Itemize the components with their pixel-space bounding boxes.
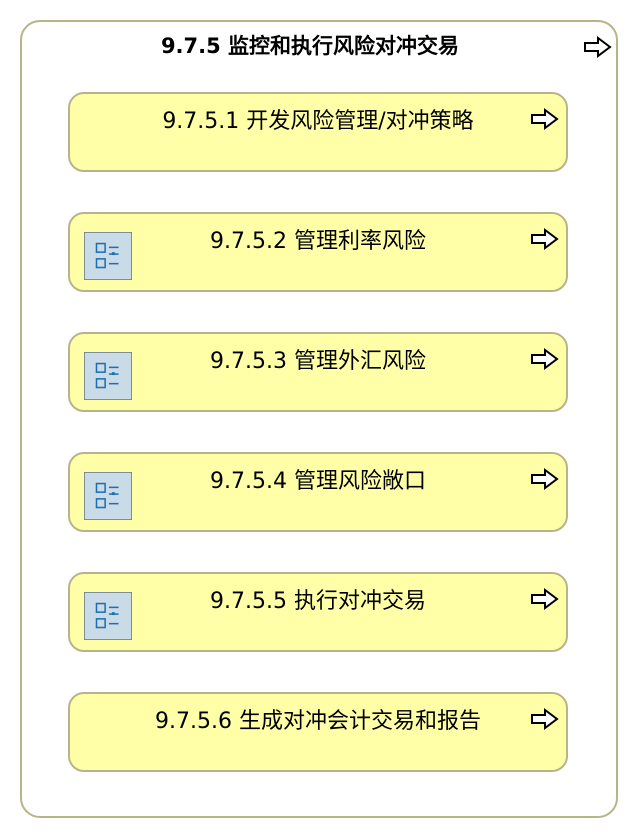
process-label: 9.7.5.6 生成对冲会计交易和报告 (155, 709, 481, 734)
arrow-right-outline-icon[interactable] (530, 108, 560, 130)
process-box-9-7-5-5[interactable]: 9.7.5.5 执行对冲交易 (68, 572, 568, 652)
process-box-9-7-5-4[interactable]: 9.7.5.4 管理风险敞口 (68, 452, 568, 532)
arrow-right-outline-icon[interactable] (530, 708, 560, 730)
arrow-right-outline-icon[interactable] (530, 228, 560, 250)
process-box-9-7-5-3[interactable]: 9.7.5.3 管理外汇风险 (68, 332, 568, 412)
process-label: 9.7.5.2 管理利率风险 (210, 229, 426, 254)
arrow-right-outline-icon[interactable] (530, 468, 560, 490)
arrow-right-outline-icon[interactable] (583, 36, 613, 58)
process-list-icon (84, 472, 132, 520)
process-label: 9.7.5.5 执行对冲交易 (210, 589, 426, 614)
arrow-right-outline-icon[interactable] (530, 348, 560, 370)
process-list-icon (84, 232, 132, 280)
process-box-9-7-5-6[interactable]: 9.7.5.6 生成对冲会计交易和报告 (68, 692, 568, 772)
process-list-icon (84, 592, 132, 640)
process-list-icon (84, 352, 132, 400)
container-title: 9.7.5 监控和执行风险对冲交易 (160, 34, 460, 58)
process-box-9-7-5-2[interactable]: 9.7.5.2 管理利率风险 (68, 212, 568, 292)
process-label: 9.7.5.3 管理外汇风险 (210, 349, 426, 374)
process-label: 9.7.5.1 开发风险管理/对冲策略 (162, 109, 474, 134)
process-box-9-7-5-1[interactable]: 9.7.5.1 开发风险管理/对冲策略 (68, 92, 568, 172)
arrow-right-outline-icon[interactable] (530, 588, 560, 610)
process-label: 9.7.5.4 管理风险敞口 (210, 469, 426, 494)
